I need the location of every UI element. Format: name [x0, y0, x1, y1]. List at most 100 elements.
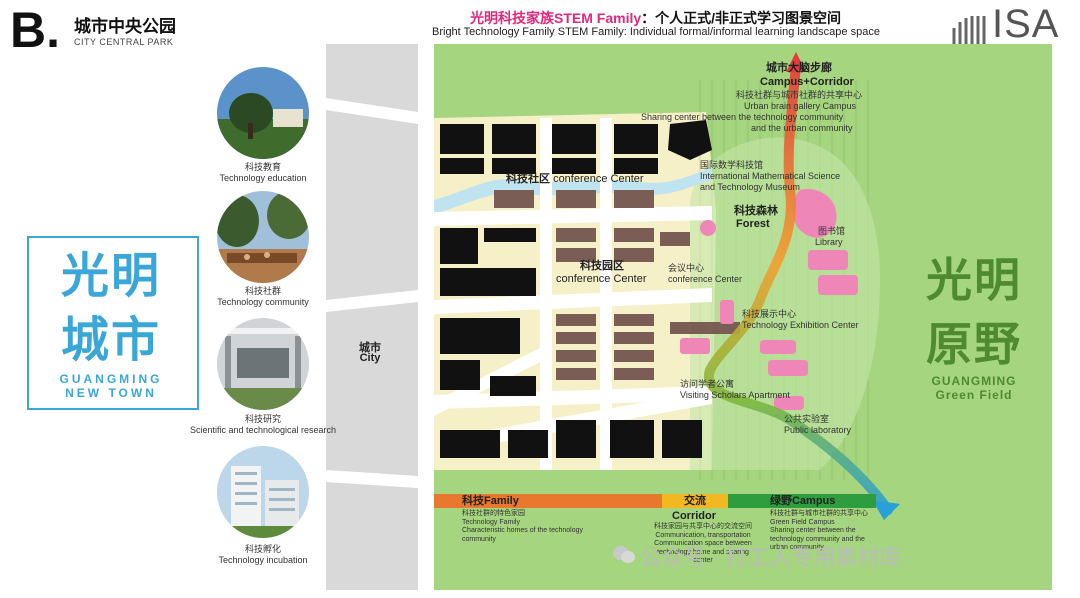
caption-research-zh: 科技研究: [244, 414, 281, 424]
bar-corridor-title-en: Corridor: [672, 510, 716, 522]
headline-en: Bright Technology Family STEM Family: In…: [432, 26, 880, 38]
caption-incubation-en: Technology incubation: [218, 555, 308, 565]
corridor-arrow-head-icon: [786, 52, 806, 72]
entry-road: [196, 296, 326, 332]
corridor-title-en: Campus+Corridor: [760, 76, 854, 88]
new-town-en-line1: GUANGMING: [59, 372, 163, 386]
section-title-en: CITY CENTRAL PARK: [74, 37, 174, 47]
bar-corridor-note: 科技家园与共享中心的交流空间 Communication, transporta…: [648, 523, 758, 566]
headline: 光明科技家族STEM Family：个人正式/非正式学习图景空间: [470, 8, 841, 28]
sharing-center-en1: Sharing center between the technology co…: [641, 112, 844, 122]
exhibit-label-en: Technology Exhibition Center: [742, 320, 859, 330]
caption-education: 科技教育 Technology education: [188, 162, 338, 184]
pink-buildings: [680, 189, 858, 410]
photo-research-image: [217, 318, 309, 410]
photo-education-image: [217, 67, 309, 159]
community-label: 科技社区 conference Center: [506, 173, 644, 186]
caption-community-en: Technology community: [217, 297, 309, 307]
photo-research: [217, 318, 309, 410]
bar-family-note: 科技社群的特色家园 Technology Family Characterist…: [462, 510, 583, 544]
library-label-zh: 图书馆: [818, 226, 846, 236]
bar-corridor-title-zh: 交流: [684, 495, 706, 507]
bar-campus-note-zh: 科技社群与城市社群的共享中心: [770, 510, 868, 517]
bar-campus-note: 科技社群与城市社群的共享中心 Green Field Campus Sharin…: [770, 510, 868, 553]
new-town-en-line2: NEW TOWN: [65, 386, 157, 400]
green-field-en-line2: Green Field: [935, 388, 1013, 402]
bar-family-note-en1: Technology Family: [462, 518, 520, 526]
conference-label-zh: 会议中心: [668, 263, 705, 273]
scholars-label-zh: 访问学者公寓: [680, 379, 735, 389]
brown-buildings: [494, 190, 740, 380]
bar-campus-note-en1: Green Field Campus: [770, 518, 835, 526]
bar-corridor-note-en2: Communication space between: [654, 540, 752, 547]
photo-education: [217, 67, 309, 159]
headline-dark: ：个人正式/非正式学习图景空间: [641, 10, 842, 26]
caption-incubation: 科技孵化 Technology incubation: [188, 544, 338, 566]
logo-text: ISA: [992, 2, 1060, 46]
bar-corridor-note-en1: Communication, transportation: [655, 531, 751, 539]
section-title-zh: 城市中央公园: [74, 17, 176, 36]
corridor-desc-en: Urban brain gallery Campus: [744, 101, 857, 111]
road-band-left: [326, 290, 418, 312]
headline-pink: 光明科技家族STEM Family: [470, 10, 642, 26]
guangming-new-town-box: [27, 236, 199, 410]
caption-community-zh: 科技社群: [244, 286, 281, 296]
exhibit-label-zh: 科技展示中心: [742, 309, 797, 319]
city-strip: [326, 44, 418, 590]
forest-label-en: Forest: [736, 218, 770, 230]
corridor-title-zh: 城市大脑步廊: [766, 62, 832, 74]
library-label-en: Library: [815, 237, 843, 247]
forest-label-zh: 科技森林: [734, 205, 778, 217]
bar-family: [434, 494, 662, 508]
corridor-desc-zh: 科技社群与城市社群的共享中心: [736, 90, 863, 100]
bar-campus: [728, 494, 876, 508]
green-field-zh-line2: 原野: [926, 317, 1022, 371]
community-label-en: conference Center: [553, 173, 644, 185]
caption-incubation-zh: 科技孵化: [244, 544, 281, 554]
photo-community-image: [217, 191, 309, 283]
bar-campus-note-en3: technology community and the: [770, 535, 865, 543]
new-town-zh-line1: 光明: [60, 248, 161, 304]
museum-label-en2: and Technology Museum: [700, 182, 800, 192]
conference-label-en: conference Center: [668, 274, 743, 284]
new-town-zh-line2: 城市: [60, 312, 161, 368]
city-label-en: City: [359, 352, 381, 364]
city-label-zh: 城市: [359, 342, 381, 354]
bar-campus-note-en2: Sharing center between the: [770, 527, 856, 534]
caption-research-en: Scientific and technological research: [189, 425, 337, 435]
bar-family-note-en3: community: [462, 535, 496, 543]
green-field-zh-line1: 光明: [926, 253, 1022, 307]
bar-family-note-en2: Characteristic homes of the technology: [462, 527, 584, 534]
bar-corridor-note-zh: 科技家园与共享中心的交流空间: [654, 523, 752, 530]
bar-family-title: 科技Family: [462, 495, 519, 507]
lab-label-zh: 公共实验室: [784, 414, 830, 424]
watermark-text: 公众号 · 打工人专用素材库: [640, 545, 902, 570]
community-label-zh: 科技社区: [506, 173, 550, 185]
scholars-label-en: Visiting Scholars Apartment: [680, 390, 790, 400]
caption-community: 科技社群 Technology community: [188, 286, 338, 308]
bar-campus-note-en4: urban community: [770, 544, 824, 551]
corridor-arrow-tail-icon: [872, 500, 900, 520]
photo-community: [217, 191, 309, 283]
wechat-icon: [613, 546, 635, 563]
isa-logo-icon: [950, 16, 988, 46]
museum-label-zh: 国际数学科技馆: [700, 160, 764, 170]
lab-label-en: Public laboratory: [784, 425, 852, 435]
caption-research: 科技研究 Scientific and technological resear…: [188, 414, 338, 436]
photo-incubation-image: [217, 446, 309, 538]
campus-corridor-path: [703, 61, 893, 515]
caption-education-zh: 科技教育: [244, 162, 281, 172]
museum-label-en1: International Mathematical Science: [700, 171, 841, 181]
road-band-left: [326, 98, 418, 124]
road-band-left: [326, 470, 418, 488]
black-buildings: [440, 120, 712, 458]
section-letter: B.: [10, 2, 60, 58]
bar-corridor-note-en3: technology home and sharing center: [657, 548, 749, 565]
bar-family-note-zh: 科技社群的特色家园: [462, 510, 525, 517]
park-label-en: conference Center: [556, 273, 647, 285]
photo-incubation: [217, 446, 309, 538]
sharing-center-en2: and the urban community: [751, 123, 853, 133]
bar-campus-title: 绿野Campus: [770, 495, 836, 507]
caption-education-en: Technology education: [219, 173, 307, 183]
